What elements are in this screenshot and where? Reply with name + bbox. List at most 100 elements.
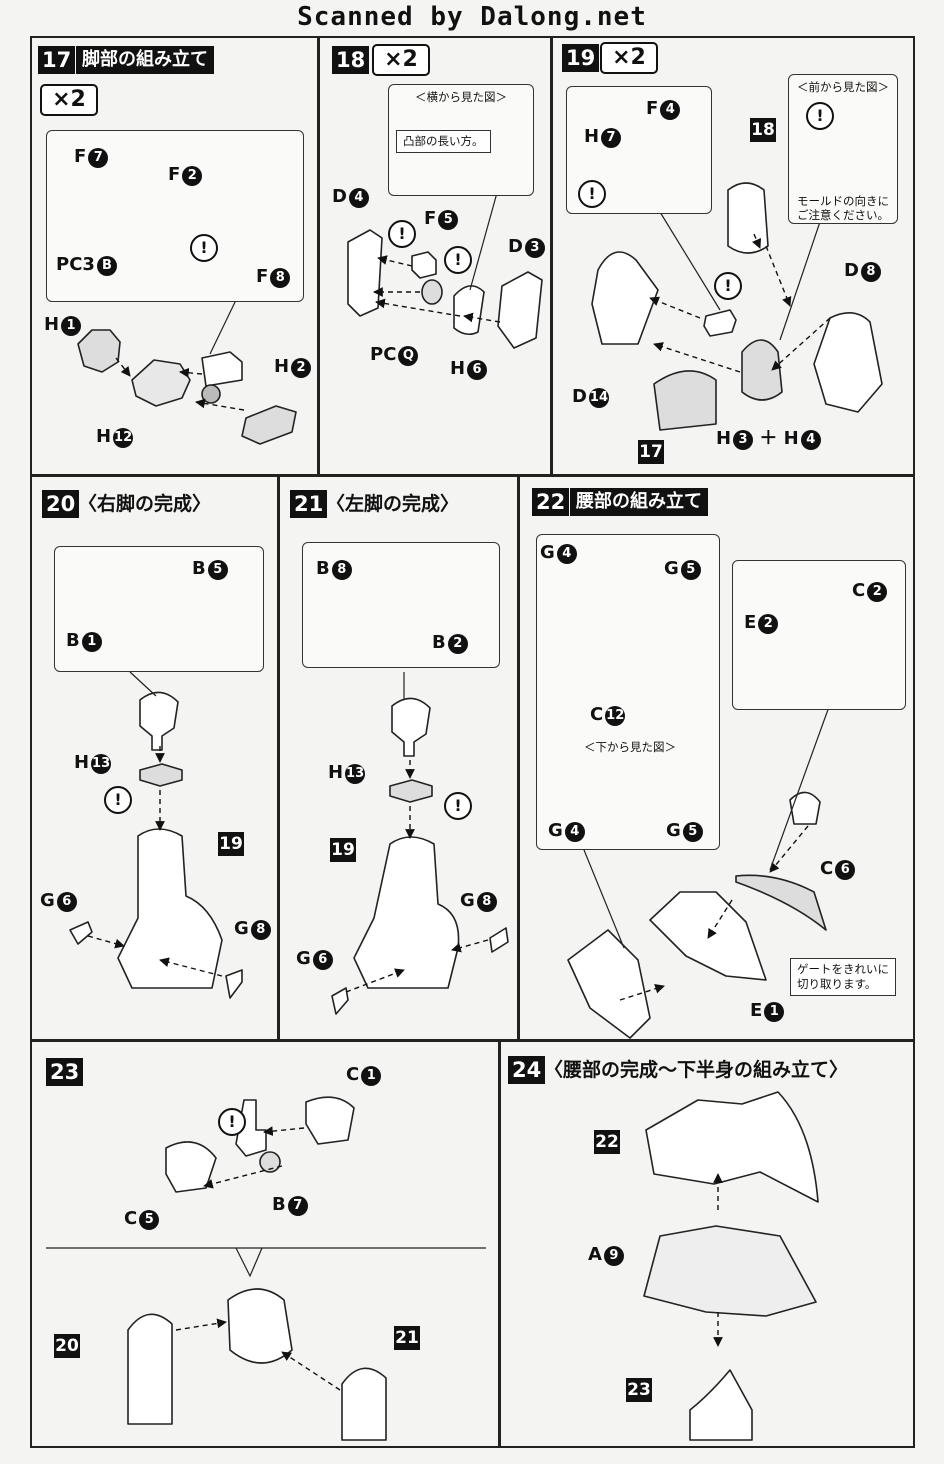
part-hip-joint xyxy=(227,1288,293,1364)
mold-note-line1: モールドの向きに xyxy=(797,194,889,208)
caution-icon: ! xyxy=(190,234,218,262)
part-19-leg-21 xyxy=(353,836,460,989)
part-21-leg-top xyxy=(341,1367,387,1441)
part-ref-17: 17 xyxy=(638,440,664,464)
bottom-view-caption: ＜下から見た図＞ xyxy=(584,740,676,754)
part-d8-foot xyxy=(813,312,883,413)
gate-note-line1: ゲートをきれいに xyxy=(797,962,889,976)
part-h13-disk xyxy=(139,763,183,787)
part-ball-assembled-21 xyxy=(391,697,431,757)
part-h3-h4-wheel xyxy=(741,339,783,401)
step-24-title: 〈腰部の完成～下半身の組み立て〉 xyxy=(544,1059,849,1081)
part-17-foot xyxy=(653,370,717,431)
part-ref-18: 18 xyxy=(750,118,776,142)
part-ref-21: 21 xyxy=(394,1326,420,1350)
gate-note: ゲートをきれいに 切り取ります。 xyxy=(790,958,896,996)
step-20-inset xyxy=(54,546,264,672)
part-g8-small-21 xyxy=(489,927,509,953)
part-pcq-ring xyxy=(421,279,443,305)
step-20-title: 〈右脚の完成〉 xyxy=(78,493,212,515)
part-20-leg-top xyxy=(127,1313,173,1425)
step-24-panel xyxy=(499,1040,915,1448)
part-g8-small xyxy=(225,969,243,999)
caution-icon: ! xyxy=(578,180,606,208)
part-h13-disk-21 xyxy=(389,779,433,803)
part-cover-mid xyxy=(789,791,821,825)
part-d4-shell xyxy=(347,229,383,317)
part-19-leg xyxy=(117,828,223,989)
part-ref-19: 19 xyxy=(218,832,244,856)
part-ref-22: 22 xyxy=(594,1130,620,1154)
convex-note: 凸部の長い方。 xyxy=(396,130,491,153)
caution-icon: ! xyxy=(444,246,472,274)
caution-icon: ! xyxy=(806,102,834,130)
part-d3-shell xyxy=(497,271,543,349)
part-f8-sub xyxy=(201,351,243,387)
part-b7-ball xyxy=(259,1151,281,1173)
part-c6-arm xyxy=(735,874,827,931)
part-ref-23: 23 xyxy=(626,1378,652,1402)
step-21-number: 21 xyxy=(290,490,328,518)
step-23-number: 23 xyxy=(46,1058,84,1086)
caution-icon: ! xyxy=(218,1108,246,1136)
part-h1-gear xyxy=(77,329,121,373)
part-f5-peg xyxy=(411,251,437,279)
step-17-number: 17 xyxy=(38,46,76,74)
step-22-number: 22 xyxy=(532,488,570,516)
part-clip-mid xyxy=(703,309,737,337)
step-22-inset-top xyxy=(536,534,720,850)
step-19-front-view xyxy=(788,74,898,224)
scan-watermark: Scanned by Dalong.net xyxy=(297,2,647,32)
step-18-number: 18 xyxy=(332,46,370,74)
caution-icon: ! xyxy=(388,220,416,248)
part-ball-sub xyxy=(201,384,221,404)
front-view-caption: ＜前から見た図＞ xyxy=(797,80,889,94)
step-22-title: 腰部の組み立て xyxy=(570,488,708,516)
step-19-number: 19 xyxy=(562,44,600,72)
part-23-lower xyxy=(689,1369,753,1441)
step-24-number: 24 xyxy=(508,1056,546,1084)
part-22-waist xyxy=(645,1091,819,1203)
part-ref-19-21: 19 xyxy=(330,838,356,862)
side-view-caption: ＜横から見た図＞ xyxy=(415,90,507,104)
part-c1-shell xyxy=(305,1096,355,1145)
part-ref-20: 20 xyxy=(54,1334,80,1358)
part-h6-cover xyxy=(453,285,485,336)
step-17-multiplier: ×2 xyxy=(40,84,98,116)
part-h2-tread xyxy=(241,405,297,445)
gate-note-line2: 切り取ります。 xyxy=(797,977,877,991)
caution-icon: ! xyxy=(104,786,132,814)
step-20-number: 20 xyxy=(42,490,80,518)
